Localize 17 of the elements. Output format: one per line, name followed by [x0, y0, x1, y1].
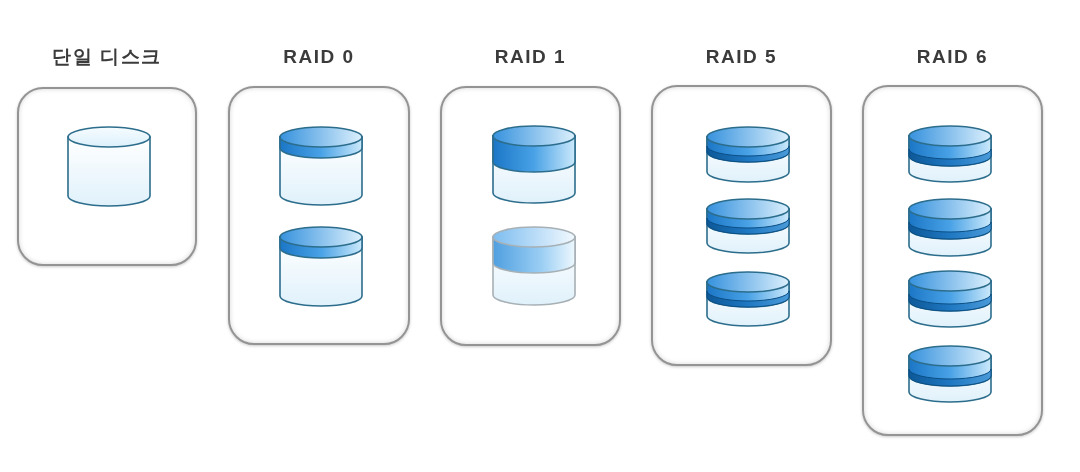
panel-heading: RAID 0	[283, 46, 355, 68]
disk-icon	[279, 226, 363, 307]
panel-heading: RAID 5	[705, 46, 778, 68]
panel-heading: RAID 6	[916, 46, 989, 68]
disk-icon	[706, 198, 790, 254]
disk-icon	[706, 271, 790, 327]
disk-icon	[67, 126, 151, 207]
disk-icon	[279, 126, 363, 206]
disk-icon	[492, 125, 576, 204]
panel-heading: 단일 디스크	[52, 46, 162, 68]
disk-icon	[908, 345, 992, 403]
disk-icon	[706, 126, 790, 183]
disk-icon	[492, 226, 576, 306]
disk-icon	[908, 270, 992, 328]
disk-icon	[908, 198, 992, 257]
panel-heading: RAID 1	[494, 46, 567, 68]
disk-icon	[908, 125, 992, 183]
